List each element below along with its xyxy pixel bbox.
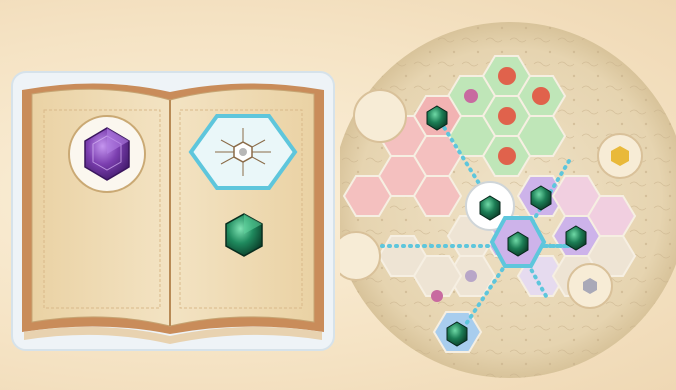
empty-token [340, 232, 380, 280]
objective-card[interactable] [10, 70, 336, 352]
purple-gem-token [69, 116, 145, 192]
empty-token [354, 90, 406, 142]
game-board[interactable] [340, 10, 676, 390]
green-gem-piece [226, 214, 262, 256]
highlight-hex[interactable] [492, 218, 544, 266]
